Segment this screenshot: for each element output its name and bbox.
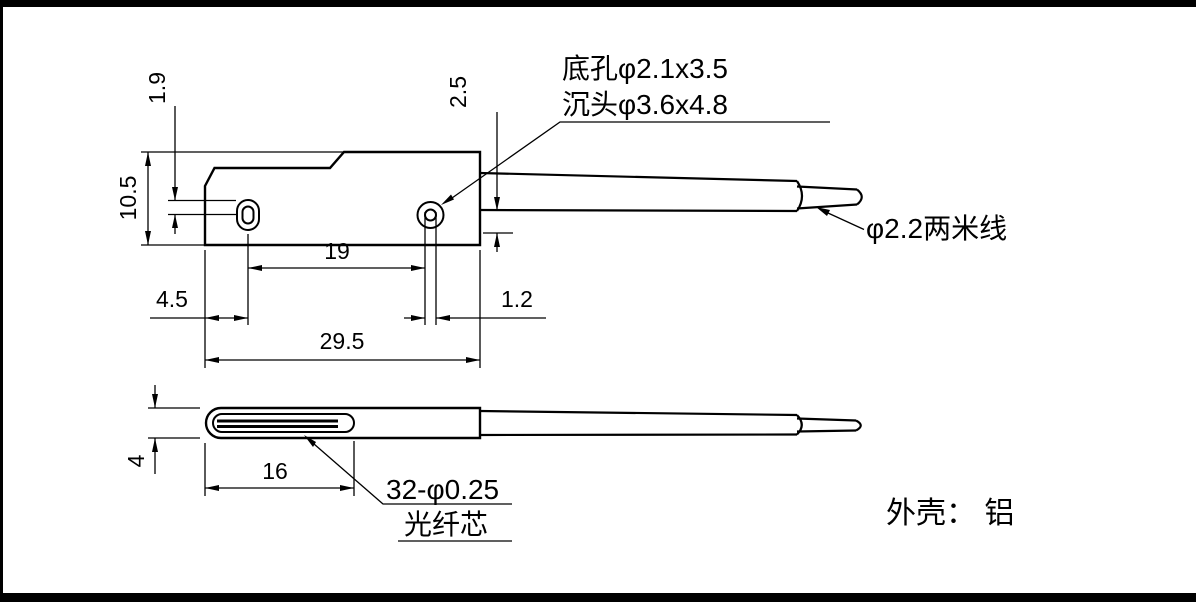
bottom-cable [479, 409, 862, 437]
cable-note: φ2.2两米线 [866, 213, 1007, 244]
cable-callout: φ2.2两米线 [816, 207, 1007, 244]
dim-step: 1.9 [144, 72, 178, 234]
fiber-note-line2: 光纤芯 [404, 509, 488, 540]
dim-edge-to-hole: 4.5 [150, 286, 248, 321]
bottom-body-outline [204, 406, 482, 440]
fiber-callout: 32-φ0.25 光纤芯 [304, 435, 512, 542]
left-edge-bar [0, 0, 3, 602]
housing-note: 外壳： 铝 [886, 497, 1014, 530]
bottom-edge-bar [0, 593, 1196, 602]
dim-label-19: 19 [324, 238, 350, 264]
dim-label-29-5: 29.5 [320, 328, 365, 354]
dim-label-2-5: 2.5 [445, 76, 471, 108]
dim-fiber-zone: 16 [205, 458, 354, 491]
top-edge-bar [0, 0, 1196, 7]
top-view: 10.5 1.9 2.5 19 [115, 53, 1007, 368]
fiber-note-line1: 32-φ0.25 [386, 474, 499, 505]
mounting-slot-hole [236, 199, 260, 231]
fiber-core-band [217, 419, 338, 428]
sensor-body-outline [203, 150, 482, 247]
bottom-extension-lines [148, 407, 355, 496]
cable [479, 171, 863, 213]
dim-hole-pitch: 19 [248, 238, 425, 271]
dim-thickness: 4 [123, 385, 158, 474]
dim-height: 10.5 [115, 152, 151, 245]
dim-length: 29.5 [205, 328, 480, 363]
dim-label-16: 16 [262, 458, 288, 484]
dim-cable-offset: 2.5 [445, 76, 500, 252]
dim-label-4-5: 4.5 [156, 286, 188, 312]
hole-note-line1: 底孔φ2.1x3.5 [562, 53, 728, 84]
dim-label-10-5: 10.5 [115, 176, 141, 221]
dim-label-4: 4 [123, 454, 149, 467]
hole-note-line2: 沉头φ3.6x4.8 [562, 89, 728, 120]
dim-label-1-2: 1.2 [501, 286, 533, 312]
bottom-view: 4 16 32-φ0.25 光纤芯 外壳： 铝 [123, 385, 1014, 542]
hole-callout: 底孔φ2.1x3.5 沉头φ3.6x4.8 [441, 53, 830, 205]
dim-hole-width: 1.2 [404, 286, 546, 321]
dim-label-1-9: 1.9 [144, 72, 170, 104]
